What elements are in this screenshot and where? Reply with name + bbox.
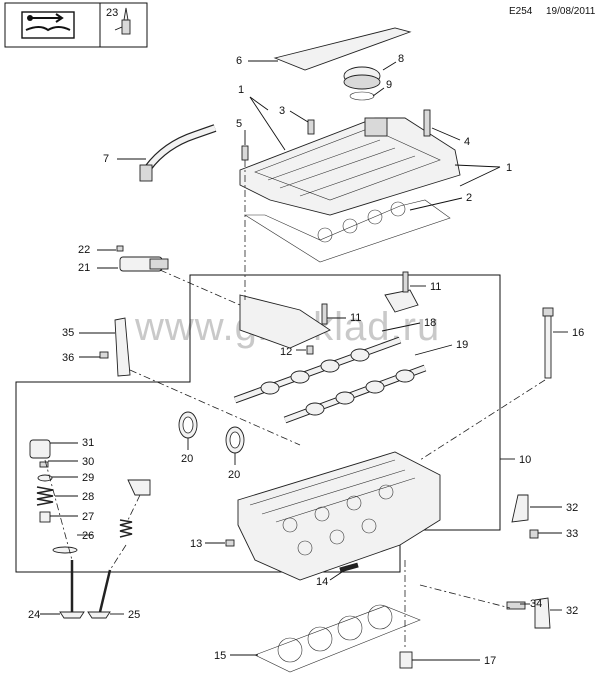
plug-13 — [225, 539, 235, 547]
alignment-lines — [44, 160, 546, 650]
valve-spring — [36, 486, 54, 506]
valve-cover — [239, 117, 461, 216]
engine-cover-strip — [273, 27, 412, 71]
camshaft-seal-left — [178, 411, 198, 439]
camshaft-actuator — [116, 245, 169, 272]
camshaft-seal-right — [225, 426, 245, 454]
callout-9: 9 — [386, 79, 392, 91]
wrench-manual-icon — [21, 11, 75, 39]
bulb-icon — [114, 7, 131, 35]
coolant-bracket-upper — [511, 494, 539, 539]
spring-seat — [52, 546, 78, 554]
rocker-arm — [127, 479, 151, 496]
engine-lifting-bracket — [99, 317, 131, 377]
bolt-11 — [321, 303, 328, 325]
coolant-sensor-bracket — [506, 597, 551, 629]
exhaust-camshaft — [283, 364, 427, 424]
callout-12: 12 — [280, 346, 292, 358]
callout-33: 33 — [566, 528, 578, 540]
stud-4 — [423, 109, 431, 137]
dowel-17 — [399, 651, 413, 669]
diagram-code: E254 — [509, 6, 533, 17]
callout-32-lower: 32 — [566, 605, 578, 617]
callout-17: 17 — [484, 655, 496, 667]
callout-35: 35 — [62, 327, 74, 339]
valve-stem-seal — [39, 511, 51, 523]
dowel-12 — [306, 345, 314, 355]
hydraulic-lifter — [29, 439, 51, 459]
diagram-date: 19/08/2011 — [546, 6, 596, 17]
breather-hose — [139, 124, 217, 182]
camshaft-bracket-right — [384, 271, 419, 313]
stud-14 — [339, 562, 359, 573]
callout-20-right: 20 — [228, 469, 240, 481]
callout-31: 31 — [82, 437, 94, 449]
callout-30: 30 — [82, 456, 94, 468]
bolt-3 — [307, 119, 315, 135]
callout-2: 2 — [466, 192, 472, 204]
callout-15: 15 — [214, 650, 226, 662]
intake-valve — [59, 560, 85, 619]
callout-18: 18 — [424, 317, 436, 329]
spring-retainer — [37, 474, 53, 482]
callout-25: 25 — [128, 609, 140, 621]
intake-camshaft — [233, 336, 402, 404]
callout-11-left: 11 — [350, 312, 361, 324]
callout-27: 27 — [82, 511, 94, 523]
callout-6: 6 — [236, 55, 242, 67]
callout-21: 21 — [78, 262, 90, 274]
callout-28: 28 — [82, 491, 94, 503]
callout-19: 19 — [456, 339, 468, 351]
camshaft-bracket-left — [239, 294, 331, 349]
callout-3: 3 — [279, 105, 285, 117]
callout-7: 7 — [103, 153, 109, 165]
exhaust-valve — [87, 569, 112, 619]
valve-cotters — [39, 461, 49, 468]
callout-16: 16 — [572, 327, 584, 339]
callout-10: 10 — [519, 454, 531, 466]
callout-11-right: 11 — [430, 281, 441, 293]
callout-26: 26 — [82, 530, 94, 542]
cylinder-head-bolt — [542, 307, 554, 379]
callout-23: 23 — [106, 7, 118, 19]
valve-spring-right — [119, 519, 133, 538]
oil-filler-cap — [343, 66, 381, 101]
callout-22: 22 — [78, 244, 90, 256]
callout-14: 14 — [316, 576, 328, 588]
header-reference-box: 23 — [4, 2, 148, 48]
bolt-5 — [241, 145, 249, 161]
callout-1-right: 1 — [506, 162, 512, 174]
valve-cover-gasket — [243, 199, 451, 263]
callout-4: 4 — [464, 136, 470, 148]
callout-13: 13 — [190, 538, 202, 550]
callout-5: 5 — [236, 118, 242, 130]
callout-36: 36 — [62, 352, 74, 364]
callout-20-left: 20 — [181, 453, 193, 465]
callout-1-top: 1 — [238, 84, 244, 96]
callout-32-upper: 32 — [566, 502, 578, 514]
cylinder-head-gasket — [254, 604, 421, 673]
callout-24: 24 — [28, 609, 40, 621]
callout-29: 29 — [82, 472, 94, 484]
callout-8: 8 — [398, 53, 404, 65]
cylinder-head-assembly-box — [15, 274, 501, 573]
callout-34: 34 — [530, 598, 542, 610]
cylinder-head — [237, 451, 441, 581]
